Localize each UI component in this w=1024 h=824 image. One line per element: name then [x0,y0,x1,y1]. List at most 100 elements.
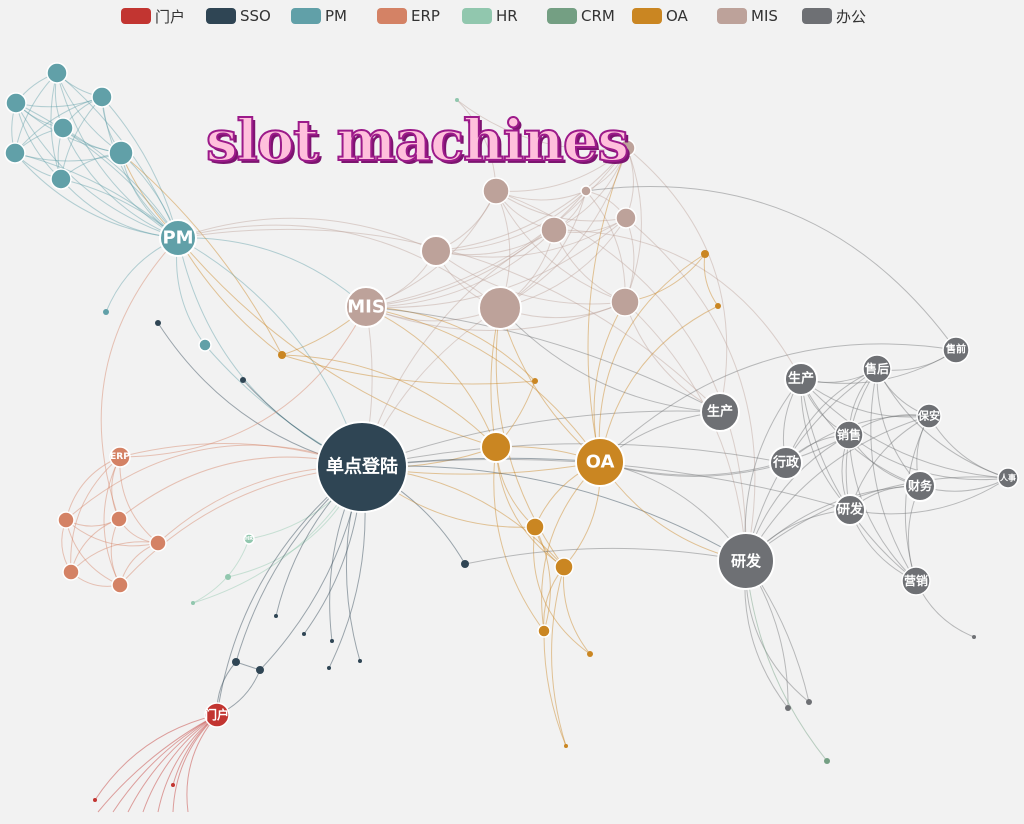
legend-item[interactable]: 办公 [802,7,866,26]
graph-node[interactable] [806,699,812,705]
node-circle[interactable] [111,576,129,594]
node-circle[interactable] [62,563,80,581]
graph-node[interactable] [480,431,512,463]
node-circle[interactable] [155,320,161,326]
node-portal[interactable]: 门户 [204,702,230,728]
node-circle[interactable] [274,614,278,618]
node-oa[interactable]: OA [575,437,625,487]
legend-item[interactable]: HR [462,7,518,25]
graph-node[interactable] [52,117,74,139]
node-circle[interactable] [4,142,26,164]
node-sales[interactable]: 销售 [834,420,864,450]
node-hr-dept[interactable]: 人事 [997,467,1019,489]
graph-node[interactable] [478,286,522,330]
node-circle[interactable] [525,517,545,537]
graph-node[interactable] [103,309,109,315]
node-hr-small[interactable]: HR [243,533,255,545]
node-circle[interactable] [916,403,942,429]
node-circle[interactable] [171,783,175,787]
node-circle[interactable] [420,235,452,267]
graph-node[interactable] [274,614,278,618]
node-circle[interactable] [717,532,775,590]
graph-node[interactable] [50,168,72,190]
node-after-sales[interactable]: 售后 [862,354,892,384]
graph-node[interactable] [57,511,75,529]
graph-node[interactable] [108,140,134,166]
node-circle[interactable] [540,216,568,244]
graph-node[interactable] [191,601,195,605]
node-circle[interactable] [225,574,231,580]
node-circle[interactable] [904,470,936,502]
node-circle[interactable] [972,635,976,639]
node-circle[interactable] [108,140,134,166]
node-circle[interactable] [93,798,97,802]
node-circle[interactable] [327,666,331,670]
graph-node[interactable] [358,659,362,663]
node-circle[interactable] [554,557,574,577]
legend-item[interactable]: OA [632,7,688,25]
node-circle[interactable] [769,446,803,480]
graph-node[interactable] [610,287,640,317]
legend-item[interactable]: CRM [547,7,615,25]
node-circle[interactable] [701,250,709,258]
node-circle[interactable] [618,139,636,157]
node-erp[interactable]: ERP [109,446,131,468]
node-circle[interactable] [46,62,68,84]
graph-node[interactable] [232,658,240,666]
node-circle[interactable] [806,699,812,705]
node-circle[interactable] [564,744,568,748]
node-circle[interactable] [256,666,264,674]
node-circle[interactable] [575,437,625,487]
graph-node[interactable] [701,250,709,258]
graph-node[interactable] [525,517,545,537]
node-circle[interactable] [834,494,866,526]
node-circle[interactable] [109,446,131,468]
node-circle[interactable] [537,624,551,638]
legend-item[interactable]: 门户 [121,7,185,26]
node-circle[interactable] [700,392,740,432]
node-circle[interactable] [358,659,362,663]
node-circle[interactable] [191,601,195,605]
node-prod2[interactable]: 生产 [784,362,818,396]
node-circle[interactable] [5,92,27,114]
legend-item[interactable]: MIS [717,7,778,25]
graph-node[interactable] [420,235,452,267]
node-circle[interactable] [232,658,240,666]
graph-node[interactable] [198,338,212,352]
graph-node[interactable] [171,783,175,787]
node-circle[interactable] [204,702,230,728]
node-circle[interactable] [345,286,387,328]
graph-node[interactable] [455,98,459,102]
node-circle[interactable] [532,378,538,384]
graph-node[interactable] [110,510,128,528]
legend-item[interactable]: ERP [377,7,440,25]
node-marketing[interactable]: 营销 [901,566,931,596]
node-circle[interactable] [824,758,830,764]
graph-node[interactable] [461,560,469,568]
graph-nodes[interactable]: 单点登陆门户PMERPHRMISOA研发生产生产售后售前保安销售行政财务研发营销… [4,62,1019,802]
node-admin[interactable]: 行政 [769,446,803,480]
node-circle[interactable] [862,354,892,384]
node-circle[interactable] [91,86,113,108]
graph-node[interactable] [615,207,637,229]
node-circle[interactable] [615,207,637,229]
node-circle[interactable] [834,420,864,450]
node-circle[interactable] [715,303,721,309]
node-circle[interactable] [103,309,109,315]
node-finance[interactable]: 财务 [904,470,936,502]
graph-node[interactable] [580,185,592,197]
graph-node[interactable] [330,639,334,643]
graph-node[interactable] [824,758,830,764]
graph-node[interactable] [46,62,68,84]
legend-item[interactable]: PM [291,7,347,25]
graph-node[interactable] [972,635,976,639]
graph-node[interactable] [327,666,331,670]
graph-node[interactable] [302,632,306,636]
node-circle[interactable] [478,286,522,330]
node-circle[interactable] [480,431,512,463]
graph-node[interactable] [240,377,246,383]
graph-node[interactable] [93,798,97,802]
graph-node[interactable] [4,142,26,164]
graph-node[interactable] [256,666,264,674]
node-circle[interactable] [461,560,469,568]
